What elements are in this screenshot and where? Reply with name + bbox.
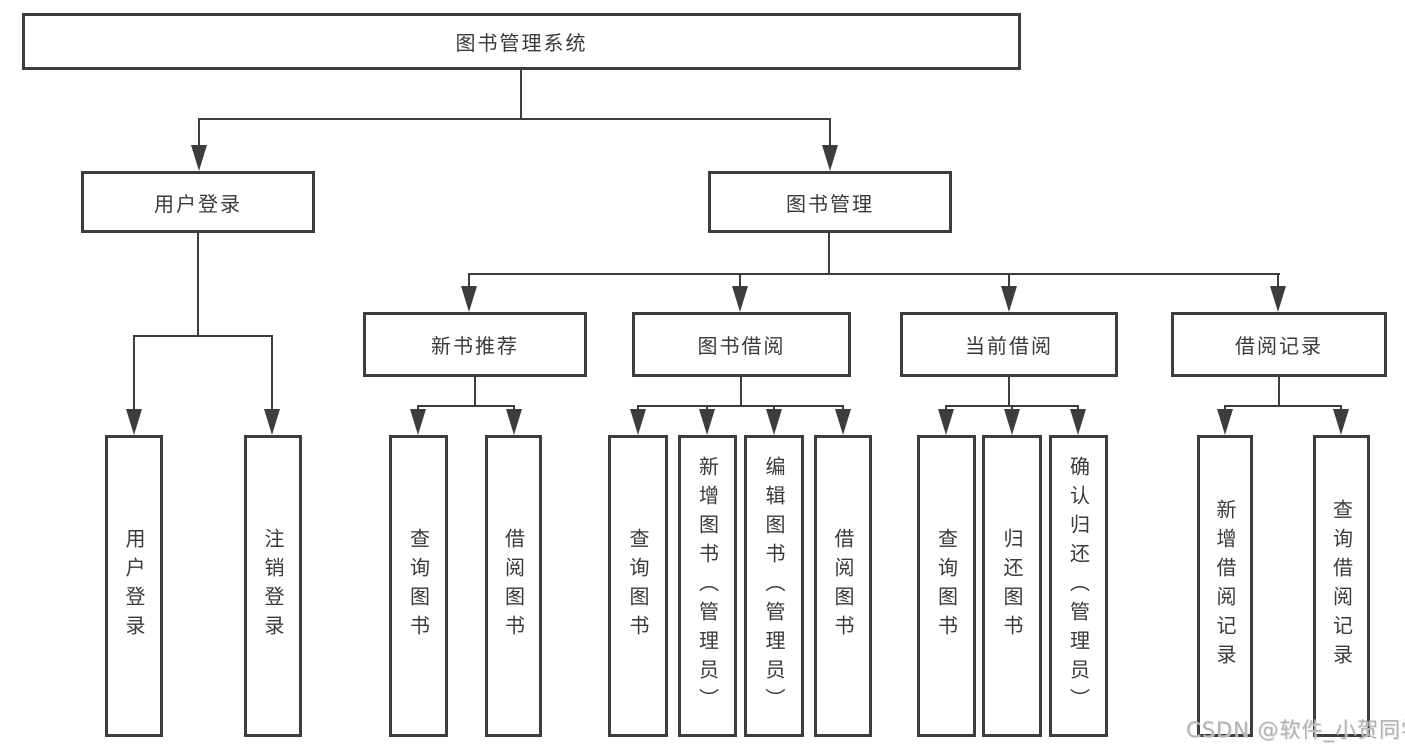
connector-line xyxy=(198,118,200,148)
node-logout-label: 注销登录 xyxy=(261,528,285,644)
connector-line xyxy=(638,405,843,407)
connector-line xyxy=(474,377,476,405)
node-query-books-borrowing: 查询图书 xyxy=(608,435,668,737)
node-query-books-current: 查询图书 xyxy=(917,435,976,737)
connector-line xyxy=(1277,273,1279,287)
node-confirm-return-admin: 确认归还（管理员） xyxy=(1049,435,1108,737)
connector-line xyxy=(271,335,273,411)
connector-line xyxy=(520,69,522,119)
node-confirm-return-admin-label: 确认归还（管理员） xyxy=(1066,455,1091,717)
node-return-books-label: 归还图书 xyxy=(1000,528,1024,644)
connector-line xyxy=(418,405,515,407)
arrow-down-icon xyxy=(938,409,954,435)
node-query-borrow-record-label: 查询借阅记录 xyxy=(1329,499,1354,673)
node-user-login-action-label: 用户登录 xyxy=(122,528,146,644)
node-user-login-label: 用户登录 xyxy=(154,191,242,216)
connector-line xyxy=(739,273,741,287)
node-book-borrowing-label: 图书借阅 xyxy=(697,334,786,358)
connector-line xyxy=(773,405,775,411)
node-new-book-recommend-label: 新书推荐 xyxy=(431,334,519,358)
node-edit-books-admin-label: 编辑图书（管理员） xyxy=(762,455,786,717)
node-query-books-recommend: 查询图书 xyxy=(389,435,448,737)
connector-line xyxy=(199,118,831,120)
arrow-down-icon xyxy=(766,409,782,435)
arrow-down-icon xyxy=(410,409,426,435)
arrow-down-icon xyxy=(506,409,522,435)
node-return-books: 归还图书 xyxy=(982,435,1042,737)
node-query-books-recommend-label: 查询图书 xyxy=(406,528,431,644)
connector-line xyxy=(637,405,639,411)
arrow-down-icon xyxy=(1070,409,1086,435)
node-borrow-books-borrowing: 借阅图书 xyxy=(814,435,872,737)
node-borrow-books-borrowing-label: 借阅图书 xyxy=(831,528,855,644)
watermark: CSDN @软件_小贺同学 xyxy=(1186,718,1405,742)
arrow-down-icon xyxy=(1270,286,1286,312)
arrow-down-icon xyxy=(822,145,838,171)
connector-line xyxy=(513,405,515,411)
connector-line xyxy=(842,405,844,411)
connector-line xyxy=(468,273,1280,275)
connector-line xyxy=(1340,405,1342,411)
connector-line xyxy=(468,273,470,287)
arrow-down-icon xyxy=(1333,409,1349,435)
node-add-borrow-record: 新增借阅记录 xyxy=(1197,435,1253,737)
node-current-borrowing: 当前借阅 xyxy=(900,312,1118,377)
connector-line xyxy=(133,335,273,337)
arrow-down-icon xyxy=(835,409,851,435)
connector-line xyxy=(706,405,708,411)
arrow-down-icon xyxy=(1004,409,1020,435)
node-borrowing-records: 借阅记录 xyxy=(1171,312,1387,377)
connector-line xyxy=(1011,405,1013,411)
arrow-down-icon xyxy=(461,286,477,312)
node-root: 图书管理系统 xyxy=(22,13,1021,70)
arrow-down-icon xyxy=(630,409,646,435)
node-current-borrowing-label: 当前借阅 xyxy=(965,334,1053,358)
node-add-books-admin: 新增图书（管理员） xyxy=(678,435,737,737)
node-new-book-recommend: 新书推荐 xyxy=(363,312,587,377)
node-logout: 注销登录 xyxy=(244,435,302,737)
arrow-down-icon xyxy=(1217,409,1233,435)
arrow-down-icon xyxy=(1001,286,1017,312)
connector-line xyxy=(417,405,419,411)
connector-line xyxy=(133,335,135,411)
node-edit-books-admin: 编辑图书（管理员） xyxy=(744,435,804,737)
node-borrow-books-recommend-label: 借阅图书 xyxy=(501,528,526,644)
node-user-login-action: 用户登录 xyxy=(105,435,163,737)
node-query-books-borrowing-label: 查询图书 xyxy=(626,528,650,644)
node-borrowing-records-label: 借阅记录 xyxy=(1235,334,1323,358)
connector-line xyxy=(1225,405,1341,407)
arrow-down-icon xyxy=(264,409,280,435)
connector-line xyxy=(828,233,830,273)
connector-line xyxy=(829,118,831,148)
node-user-login: 用户登录 xyxy=(81,171,315,233)
node-root-label: 图书管理系统 xyxy=(455,31,588,55)
node-book-borrowing: 图书借阅 xyxy=(632,312,851,377)
node-query-borrow-record: 查询借阅记录 xyxy=(1313,435,1370,737)
node-query-books-current-label: 查询图书 xyxy=(934,528,959,644)
connector-line xyxy=(1008,273,1010,287)
node-book-management: 图书管理 xyxy=(708,171,952,233)
connector-line xyxy=(945,405,947,411)
node-add-borrow-record-label: 新增借阅记录 xyxy=(1213,499,1237,673)
connector-line xyxy=(1224,405,1226,411)
arrow-down-icon xyxy=(732,286,748,312)
arrow-down-icon xyxy=(191,145,207,171)
connector-line xyxy=(1278,377,1280,405)
node-add-books-admin-label: 新增图书（管理员） xyxy=(695,455,720,717)
arrow-down-icon xyxy=(126,409,142,435)
connector-line xyxy=(740,377,742,405)
arrow-down-icon xyxy=(699,409,715,435)
connector-line xyxy=(197,233,199,335)
node-borrow-books-recommend: 借阅图书 xyxy=(485,435,542,737)
connector-line xyxy=(1008,377,1010,405)
connector-line xyxy=(1077,405,1079,411)
node-book-management-label: 图书管理 xyxy=(786,191,874,216)
